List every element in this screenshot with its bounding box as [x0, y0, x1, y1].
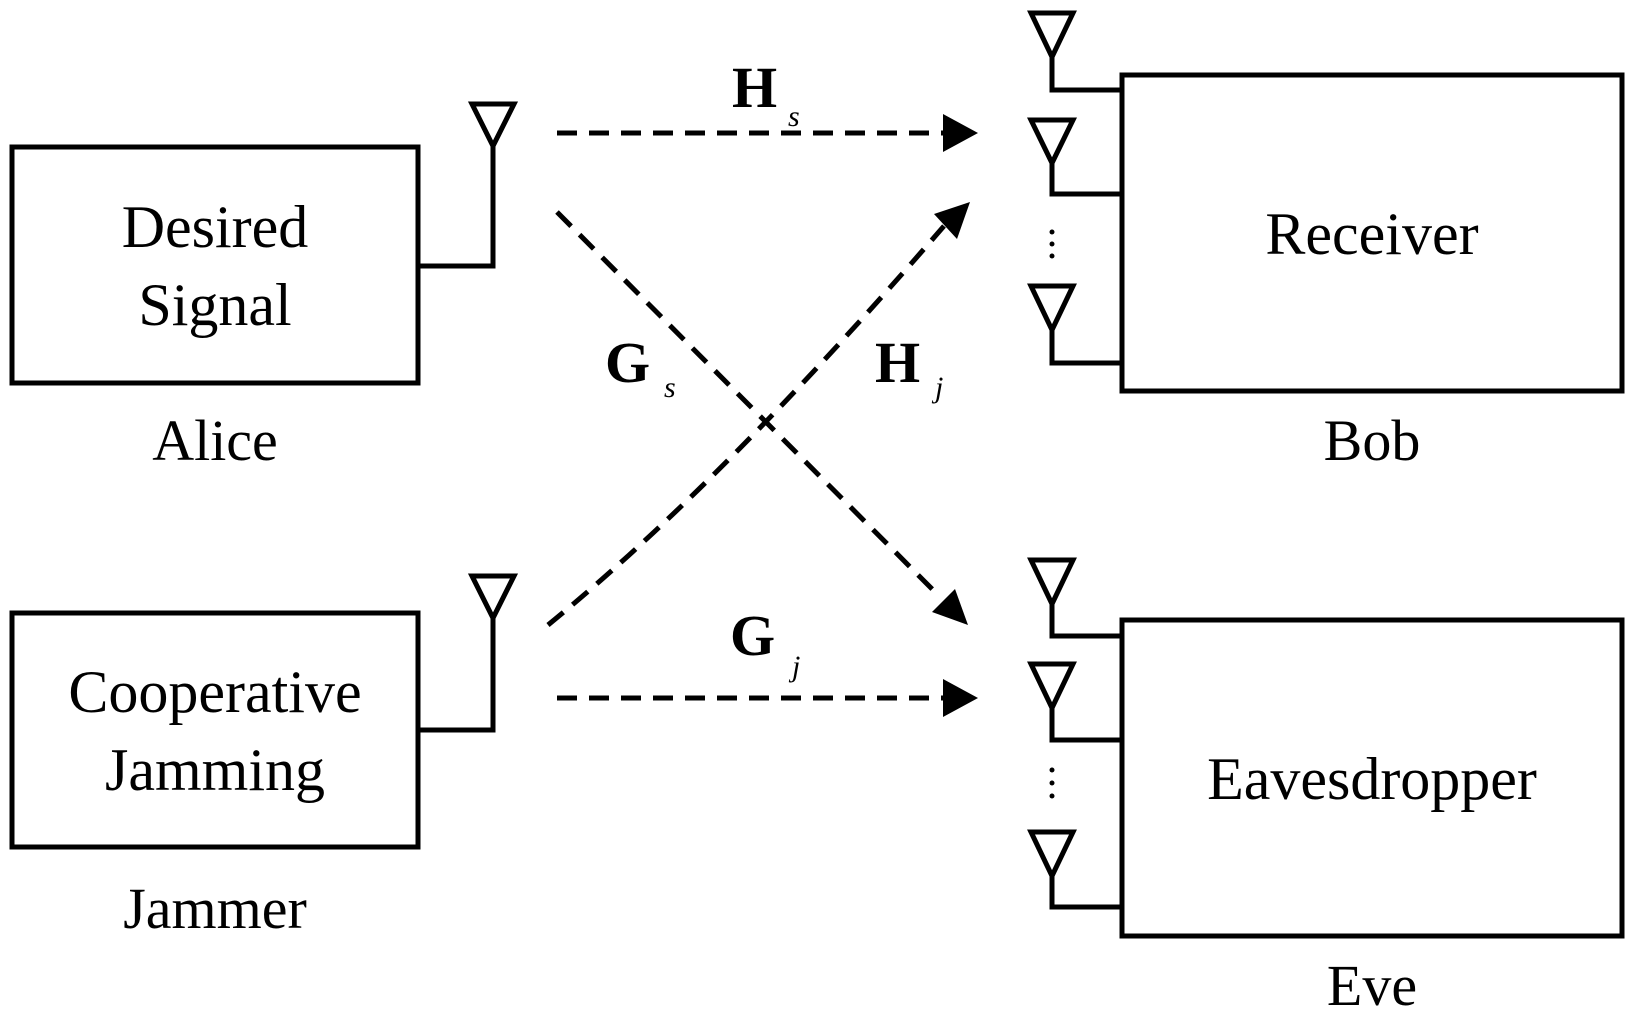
- jammer-box: [9, 610, 421, 850]
- channel-gs-arrowhead: [932, 589, 968, 625]
- jammer-box-line-2: Jamming: [105, 737, 325, 803]
- channel-gj-label: G: [730, 603, 775, 668]
- channel-hs-arrowhead: [943, 114, 978, 152]
- alice-box-line-2: Signal: [138, 272, 291, 338]
- channel-gs-label: G: [605, 330, 650, 395]
- alice-box: [9, 144, 421, 386]
- alice-node: Desired Signal Alice: [9, 101, 519, 473]
- bob-antenna-2-feed: [1049, 163, 1122, 197]
- eve-box-label: Eavesdropper: [1207, 746, 1537, 812]
- jammer-box-line-1: Cooperative: [68, 659, 361, 725]
- channel-hj: H j: [546, 202, 970, 627]
- channel-hs-label: H: [732, 55, 777, 120]
- bob-ellipsis: [1049, 229, 1055, 259]
- jammer-antenna-icon: [467, 573, 519, 624]
- eve-ellipsis: [1049, 767, 1055, 799]
- eve-caption: Eve: [1327, 953, 1417, 1018]
- eve-antenna-3-feed: [1049, 876, 1122, 910]
- alice-box-line-1: Desired: [122, 194, 309, 260]
- jammer-node: Cooperative Jamming Jammer: [9, 573, 519, 941]
- alice-caption: Alice: [152, 408, 278, 473]
- bob-box: [1119, 72, 1625, 394]
- bob-antenna-2-icon: [1026, 117, 1078, 169]
- bob-box-label: Receiver: [1265, 201, 1478, 267]
- channel-hs-subscript: s: [788, 100, 800, 133]
- bob-node: Receiver Bob: [1026, 10, 1625, 473]
- eve-antenna-1-feed: [1049, 604, 1122, 639]
- channel-gs: G s: [555, 210, 968, 625]
- eve-antenna-2-feed: [1049, 708, 1122, 743]
- channel-hj-label: H: [875, 330, 920, 395]
- eve-antenna-2-icon: [1027, 661, 1077, 714]
- channel-gs-subscript: s: [664, 371, 676, 404]
- eve-antenna-1-icon: [1027, 557, 1077, 610]
- channel-gj-subscript: j: [788, 650, 800, 683]
- channel-gs-line: [555, 210, 942, 599]
- channel-gj-arrowhead: [943, 679, 978, 717]
- bob-antenna-1-icon: [1027, 10, 1077, 63]
- alice-antenna-feed: [418, 146, 496, 269]
- eve-box: [1119, 617, 1625, 939]
- channel-hs: H s: [557, 55, 978, 152]
- bob-antenna-3-feed: [1049, 330, 1122, 366]
- eve-antenna-3-icon: [1027, 829, 1077, 882]
- eve-node: Eavesdropper Eve: [1027, 557, 1625, 1018]
- bob-antenna-1-feed: [1049, 57, 1122, 93]
- channel-gj: G j: [557, 603, 978, 717]
- bob-caption: Bob: [1324, 408, 1421, 473]
- jammer-caption: Jammer: [123, 876, 307, 941]
- bob-antenna-3-icon: [1027, 283, 1077, 336]
- channel-hj-line: [546, 224, 946, 627]
- channel-hj-arrowhead: [934, 202, 970, 239]
- alice-antenna-icon: [467, 101, 519, 152]
- jammer-antenna-feed: [418, 618, 496, 733]
- channel-hj-subscript: j: [931, 371, 943, 404]
